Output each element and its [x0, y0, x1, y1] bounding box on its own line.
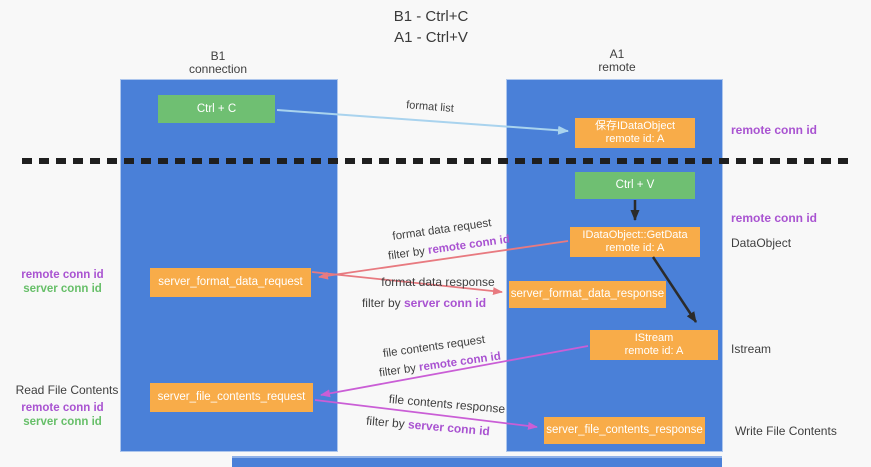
- bottom-partial-column: [232, 456, 722, 467]
- node-ctrl-v-label: Ctrl + V: [615, 179, 655, 191]
- diagram-title: B1 - Ctrl+C A1 - Ctrl+V: [300, 6, 562, 48]
- node-server-file-contents-response: server_file_contents_response: [544, 417, 705, 444]
- annotation-server-conn-id-bottom-left: server conn id: [23, 416, 102, 428]
- annotation-istream: Istream: [731, 342, 772, 356]
- annotation-read-file-contents: Read File Contents: [15, 383, 119, 397]
- format-data-response-filter-label: filter by server conn id: [362, 296, 486, 310]
- file-contents-response-label: file contents response: [388, 391, 506, 417]
- node-server-format-data-request: server_format_data_request: [150, 268, 311, 297]
- annotation-remote-conn-id-mid-right: remote conn id: [731, 211, 818, 225]
- node-save-idataobject: 保存IDataObject remote id: A: [575, 118, 695, 148]
- node-istream-line2: remote id: A: [624, 345, 684, 357]
- annotation-write-file-contents: Write File Contents: [735, 424, 837, 438]
- node-istream: IStream remote id: A: [590, 330, 718, 360]
- node-server-format-data-response-label: server_format_data_response: [510, 288, 665, 300]
- format-data-response-label: format data response: [381, 275, 495, 289]
- annotation-remote-conn-id-bottom-left: remote conn id: [21, 402, 104, 414]
- diagram-title-line2: A1 - Ctrl+V: [394, 29, 468, 46]
- node-ctrl-v: Ctrl + V: [575, 172, 695, 199]
- diagram-title-line1: B1 - Ctrl+C: [393, 8, 469, 25]
- filter-by-text: filter by: [365, 413, 406, 431]
- annotation-server-conn-id-top-left: server conn id: [23, 283, 102, 295]
- node-idataobject-getdata: IDataObject::GetData remote id: A: [570, 227, 700, 257]
- annotation-remote-conn-id-top-left: remote conn id: [21, 269, 104, 281]
- filter-by-text: filter by: [378, 362, 417, 380]
- phase-separator-dashed-line: [22, 158, 850, 164]
- node-ctrl-c: Ctrl + C: [158, 95, 275, 123]
- node-getdata-line1: IDataObject::GetData: [582, 229, 688, 241]
- file-contents-response-filter-label: filter by server conn id: [366, 414, 491, 439]
- lifeline-header-a1: A1 remote: [557, 48, 677, 74]
- lifeline-header-b1: B1 connection: [158, 50, 278, 76]
- node-server-format-data-response: server_format_data_response: [509, 281, 666, 308]
- node-getdata-line2: remote id: A: [605, 242, 665, 254]
- node-server-file-contents-request: server_file_contents_request: [150, 383, 313, 412]
- server-conn-id-key: server conn id: [407, 417, 491, 439]
- server-conn-id-key: server conn id: [404, 296, 487, 310]
- remote-conn-id-key: remote conn id: [427, 233, 511, 257]
- remote-conn-id-key: remote conn id: [418, 350, 502, 374]
- annotation-dataobject: DataObject: [731, 236, 792, 250]
- node-save-idataobject-line2: remote id: A: [605, 133, 665, 145]
- node-server-format-data-request-label: server_format_data_request: [158, 276, 303, 288]
- lifeline-b1-role: connection: [188, 62, 248, 76]
- node-server-file-contents-request-label: server_file_contents_request: [157, 391, 306, 403]
- node-istream-line1: IStream: [634, 332, 674, 344]
- lifeline-a1-name: A1: [609, 47, 625, 61]
- node-save-idataobject-line1: 保存IDataObject: [594, 120, 676, 132]
- format-list-label: format list: [405, 99, 455, 115]
- lifeline-a1-role: remote: [598, 60, 636, 74]
- node-ctrl-c-label: Ctrl + C: [196, 102, 237, 115]
- annotation-remote-conn-id-top-right: remote conn id: [731, 123, 818, 137]
- filter-by-text: filter by: [387, 245, 426, 263]
- filter-by-text: filter by: [361, 296, 401, 310]
- node-server-file-contents-response-label: server_file_contents_response: [546, 424, 703, 436]
- lifeline-b1-name: B1: [210, 49, 226, 63]
